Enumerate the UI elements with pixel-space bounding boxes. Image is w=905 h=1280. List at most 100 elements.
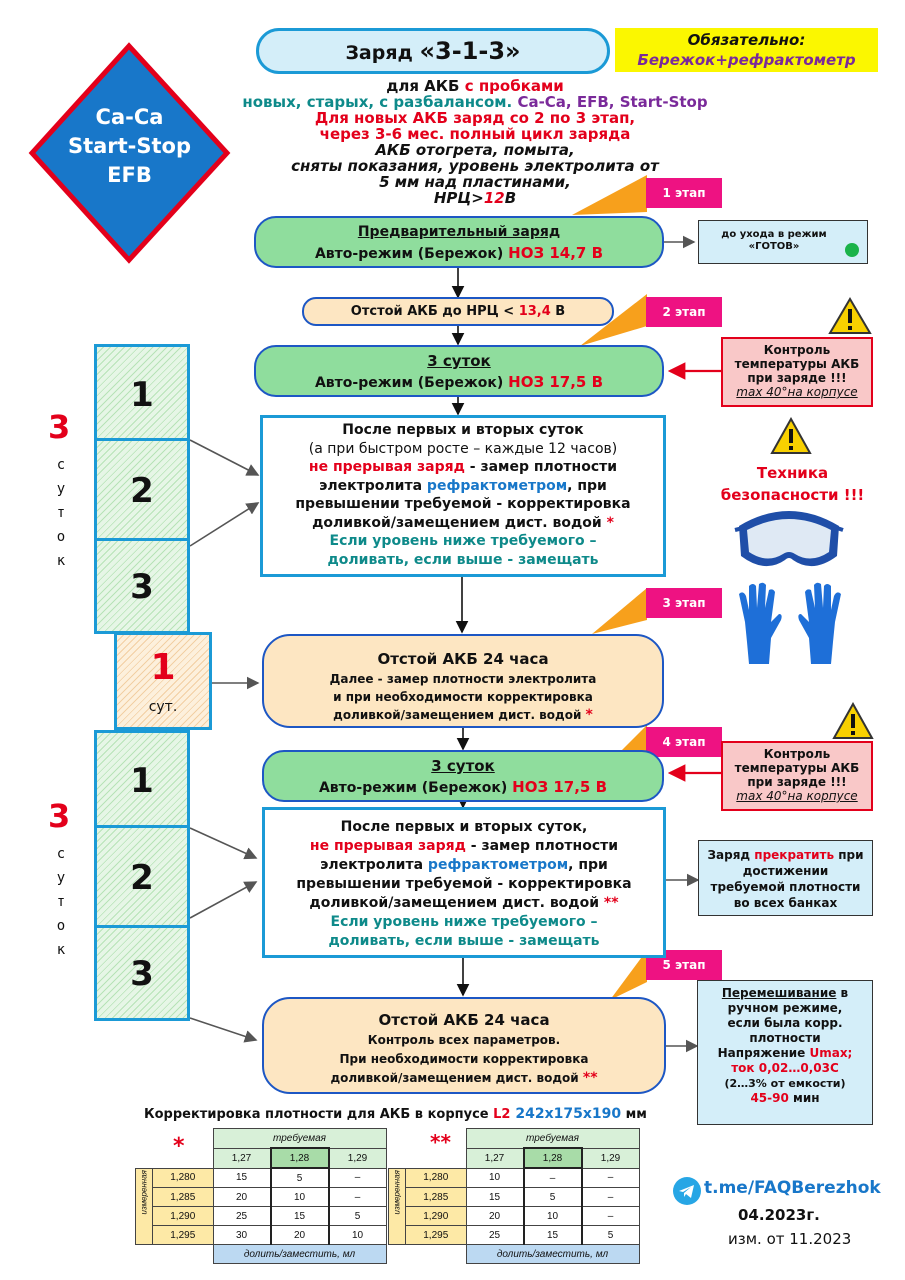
diamond-line-3: EFB <box>107 163 152 187</box>
stop-note-1a: Заряд <box>707 848 755 862</box>
title-main: «3-1-3» <box>419 37 521 65</box>
table-cell: 10 <box>522 1206 583 1226</box>
temperature-control-note-2: Контроль температуры АКБ при заряде !!! … <box>721 741 873 811</box>
settle24b-line-1: Контроль всех параметров. <box>367 1033 561 1047</box>
stage-2-badge: 2 этап <box>646 297 722 327</box>
ready-note-text: до ухода в режим «ГОТОВ» <box>721 229 827 252</box>
table-col-header: 1,28 <box>269 1147 330 1169</box>
diamond-line-1: Ca-Ca <box>95 105 164 129</box>
stop-note-1c: при <box>834 848 864 862</box>
table-cell: 15 <box>212 1167 271 1188</box>
telegram-link[interactable]: t.me/FAQBerezhok <box>704 1178 881 1198</box>
intro-line-6: сняты показания, уровень электролита от <box>291 157 659 175</box>
table-cell: 25 <box>212 1206 271 1226</box>
publish-date: 04.2023г. <box>738 1206 820 1224</box>
table-measured-cell: 1,290 <box>405 1206 467 1226</box>
table-cell: – <box>328 1187 387 1207</box>
mix-note-7: (2…3% от емкости) <box>724 1077 846 1090</box>
box2-line-5b: ** <box>603 895 619 911</box>
temp2-line-4: max 40°на корпусе <box>736 789 858 803</box>
table-cell: – <box>328 1167 387 1188</box>
stop-note-2: достижении <box>742 864 829 878</box>
intro-line-7: 5 мм над пластинами, <box>379 173 571 191</box>
box1-line-1: После первых и вторых суток <box>342 422 584 438</box>
settle1-text: Отстой АКБ до НРЦ < <box>350 304 519 319</box>
box1-line-2: (а при быстром росте – каждые 12 часов) <box>308 440 618 457</box>
settle24a-line-2: и при необходимости корректировка <box>333 690 593 704</box>
ready-mode-note: до ухода в режим «ГОТОВ» <box>698 220 868 264</box>
intro-line-5: АКБ отогрета, помыта, <box>375 141 575 159</box>
days-word-letter: о <box>56 918 66 934</box>
day-1-cell: 1 <box>94 344 190 441</box>
table-measured-cell: 1,290 <box>152 1206 214 1226</box>
stop-charge-note: Заряд прекратить при достижении требуемо… <box>698 840 873 916</box>
battery-type-diamond <box>28 42 231 264</box>
box1-line-6a: доливкой/замещением дист. водой <box>312 514 607 531</box>
table-col-header: 1,29 <box>581 1147 640 1169</box>
mix-note-8b: мин <box>788 1091 820 1105</box>
settle24a-line-3a: доливкой/замещением дист. водой <box>333 708 586 722</box>
settle-until-ocv-step: Отстой АКБ до НРЦ < 13,4 В <box>302 297 614 326</box>
temp2-line-3: при заряде !!! <box>747 775 847 789</box>
density-check-box-1: После первых и вторых суток (а при быстр… <box>260 415 666 577</box>
box1-line-6b: * <box>606 514 614 531</box>
safety-line-1: Техника <box>756 464 829 482</box>
table-cell: 30 <box>212 1225 271 1245</box>
charge3b-mode: Авто-режим (Бережок) <box>318 780 513 796</box>
stage-1-badge: 1 этап <box>646 178 722 208</box>
table-side-label: измеренная <box>388 1167 406 1245</box>
title-prefix: Заряд <box>345 42 420 64</box>
settle-day-number: 1 <box>150 647 176 688</box>
settle1-value: 13,4 <box>518 304 551 319</box>
caption-a: Корректировка плотности для АКБ в корпус… <box>144 1107 494 1122</box>
box1-line-3b: - замер плотности <box>464 459 618 475</box>
rubber-gloves-icon <box>739 582 841 664</box>
caption-c: 242х175х190 <box>510 1106 622 1122</box>
days-word-letter: т <box>56 894 66 910</box>
intro-line-8b: 12 <box>483 189 505 207</box>
day-2-number: 2 <box>130 471 154 511</box>
day-3-number-b: 3 <box>130 954 154 994</box>
mix-note-6: ток 0,02…0,03С <box>731 1061 839 1075</box>
safety-goggles-icon <box>734 511 844 567</box>
day-1-cell-b: 1 <box>94 730 190 828</box>
temp1-line-2: температуры АКБ <box>734 357 860 371</box>
density-check-box-2: После первых и вторых суток, не прерывая… <box>262 807 666 958</box>
box1-line-4b: рефрактометром <box>426 477 568 494</box>
settle24a-line-3b: * <box>585 707 593 723</box>
settle24b-line-3b: ** <box>582 1070 598 1086</box>
intro-line-4: через 3-6 мес. полный цикл заряда <box>319 125 631 143</box>
box2-line-6: Если уровень ниже требуемого – <box>330 914 598 930</box>
days-word-letter: у <box>56 870 66 886</box>
temp2-line-2: температуры АКБ <box>734 761 860 775</box>
day-1-number-b: 1 <box>130 761 154 801</box>
intro-line-2a: новых, старых, с разбалансом. <box>242 93 518 111</box>
mix-note-8a: 45-90 <box>750 1091 789 1105</box>
table-caption: Корректировка плотности для АКБ в корпус… <box>144 1106 647 1122</box>
settle1-unit: В <box>550 304 566 319</box>
table-cell: – <box>581 1167 640 1188</box>
mix-note-1a: Перемешивание <box>721 986 837 1000</box>
table-side-label: измеренная <box>135 1167 153 1245</box>
day-1-number: 1 <box>130 375 154 415</box>
box2-line-2b: - замер плотности <box>465 838 619 854</box>
table-footer: долить/заместить, мл <box>212 1244 387 1264</box>
table-col-header: 1,27 <box>465 1147 524 1169</box>
ready-indicator-icon <box>845 243 859 257</box>
day-2-cell: 2 <box>94 438 190 541</box>
days-word-letter: т <box>56 505 66 521</box>
mandatory-note: Обязательно: Бережок+рефрактометр <box>615 28 878 72</box>
table-measured-cell: 1,280 <box>405 1167 467 1188</box>
title-banner: Заряд «3-1-3» <box>256 28 610 74</box>
charge3b-title: 3 суток <box>431 757 495 775</box>
charge3a-mode: Авто-режим (Бережок) <box>314 375 509 391</box>
days-count-2: 3 <box>48 797 71 835</box>
box2-line-4: превышении требуемой - корректировка <box>296 876 632 892</box>
table-cell: – <box>522 1167 583 1188</box>
settle-day-cell: 1 сут. <box>114 632 212 730</box>
caption-b: L2 <box>493 1107 511 1122</box>
table-cell: 5 <box>581 1225 640 1245</box>
